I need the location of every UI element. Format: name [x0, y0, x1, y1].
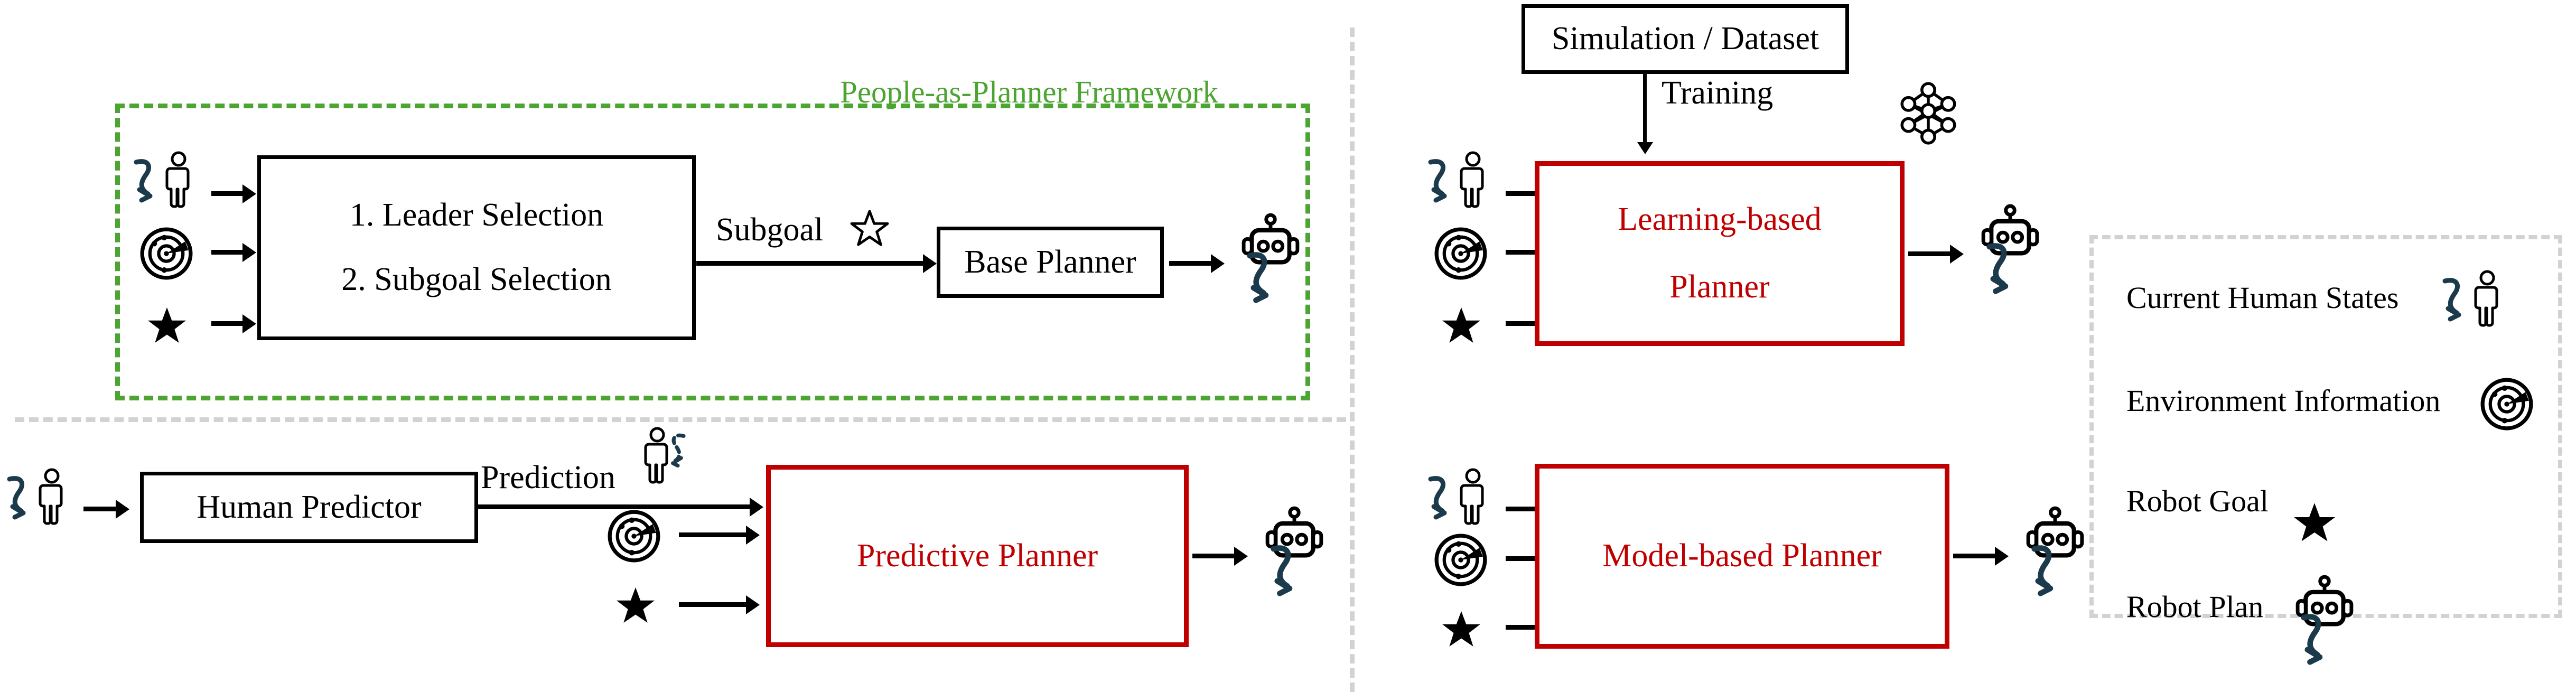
arrow-human-to-model-planner	[1506, 507, 1537, 511]
robot-goal-star-icon	[2293, 502, 2336, 543]
environment-information-icon	[608, 510, 660, 563]
subgoal-edge-label: Subgoal	[716, 212, 824, 248]
base-planner-box[interactable]: Base Planner	[937, 227, 1164, 298]
arrow-goal-to-predictive-planner	[679, 602, 746, 607]
neural-network-icon	[1900, 83, 1957, 144]
prediction-edge-label: Prediction	[481, 460, 615, 495]
subgoal-star-icon	[851, 210, 889, 246]
arrow-env-to-predictive-planner	[679, 532, 746, 537]
arrow-human-to-planner-tl	[211, 191, 243, 196]
arrow-base-planner-to-robot	[1169, 261, 1211, 266]
learning-based-planner-line1: Learning-based	[1618, 201, 1822, 238]
simulation-dataset-label: Simulation / Dataset	[1551, 21, 1819, 57]
robot-goal-star-icon	[1441, 306, 1481, 344]
learning-based-planner-line2: Planner	[1669, 269, 1770, 305]
model-based-planner-box[interactable]: Model-based Planner	[1535, 464, 1949, 649]
robot-plan-icon	[2026, 507, 2084, 602]
arrow-goal-to-model-planner	[1506, 625, 1537, 630]
learning-based-planner-box[interactable]: Learning-based Planner	[1535, 161, 1905, 346]
predictive-planner-box[interactable]: Predictive Planner	[766, 465, 1189, 647]
people-as-planner-box[interactable]: 1. Leader Selection 2. Subgoal Selection	[257, 155, 696, 340]
human-states-icon	[1426, 151, 1495, 209]
robot-goal-star-icon	[147, 306, 187, 344]
leader-selection-line: 1. Leader Selection	[349, 197, 604, 233]
people-as-planner-frame	[115, 104, 1310, 400]
model-based-planner-label: Model-based Planner	[1602, 538, 1882, 574]
arrow-model-planner-to-robot	[1953, 554, 1995, 558]
horizontal-section-divider	[15, 417, 1346, 422]
environment-information-icon	[1434, 534, 1487, 586]
arrow-goal-to-planner-tl	[211, 321, 243, 326]
arrow-subgoal-to-base-planner	[696, 261, 923, 266]
legend-label-environment-information: Environment Information	[2126, 384, 2441, 418]
environment-information-icon	[1434, 227, 1487, 280]
predictive-planner-label: Predictive Planner	[856, 537, 1098, 574]
robot-goal-star-icon	[1441, 610, 1481, 648]
arrow-goal-to-planner-tr	[1506, 321, 1537, 326]
arrow-training	[1643, 74, 1647, 143]
arrow-learning-planner-to-robot	[1908, 251, 1950, 256]
arrow-prediction-to-predictive-planner	[478, 504, 750, 509]
human-predictor-label: Human Predictor	[197, 489, 422, 525]
environment-information-icon	[2480, 378, 2533, 431]
vertical-section-divider	[1350, 27, 1355, 692]
robot-plan-icon	[2295, 576, 2354, 671]
human-states-icon	[5, 467, 74, 526]
subgoal-selection-line: 2. Subgoal Selection	[341, 261, 612, 297]
robot-goal-star-icon	[615, 586, 656, 624]
predicted-human-icon	[639, 425, 708, 489]
arrow-env-to-planner-tr	[1506, 250, 1537, 255]
base-planner-label: Base Planner	[964, 244, 1136, 280]
arrow-predictive-planner-to-robot	[1192, 554, 1235, 558]
robot-plan-icon	[1265, 507, 1323, 602]
arrow-env-to-model-planner	[1506, 556, 1537, 561]
legend-label-robot-plan: Robot Plan	[2126, 590, 2264, 624]
training-edge-label: Training	[1662, 75, 1774, 111]
human-states-icon	[132, 151, 201, 209]
arrow-env-to-planner-tl	[211, 250, 243, 255]
human-predictor-box[interactable]: Human Predictor	[140, 472, 478, 543]
arrow-human-to-planner-tr	[1506, 191, 1537, 196]
human-states-icon	[2441, 269, 2509, 328]
arrow-human-to-human-predictor	[83, 507, 116, 511]
legend-label-current-human-states: Current Human States	[2126, 280, 2399, 315]
legend-label-robot-goal: Robot Goal	[2126, 484, 2269, 518]
robot-plan-icon	[1242, 214, 1300, 309]
environment-information-icon	[140, 227, 193, 280]
simulation-dataset-box[interactable]: Simulation / Dataset	[1522, 4, 1849, 74]
human-states-icon	[1426, 467, 1495, 526]
robot-plan-icon	[1981, 205, 2039, 300]
